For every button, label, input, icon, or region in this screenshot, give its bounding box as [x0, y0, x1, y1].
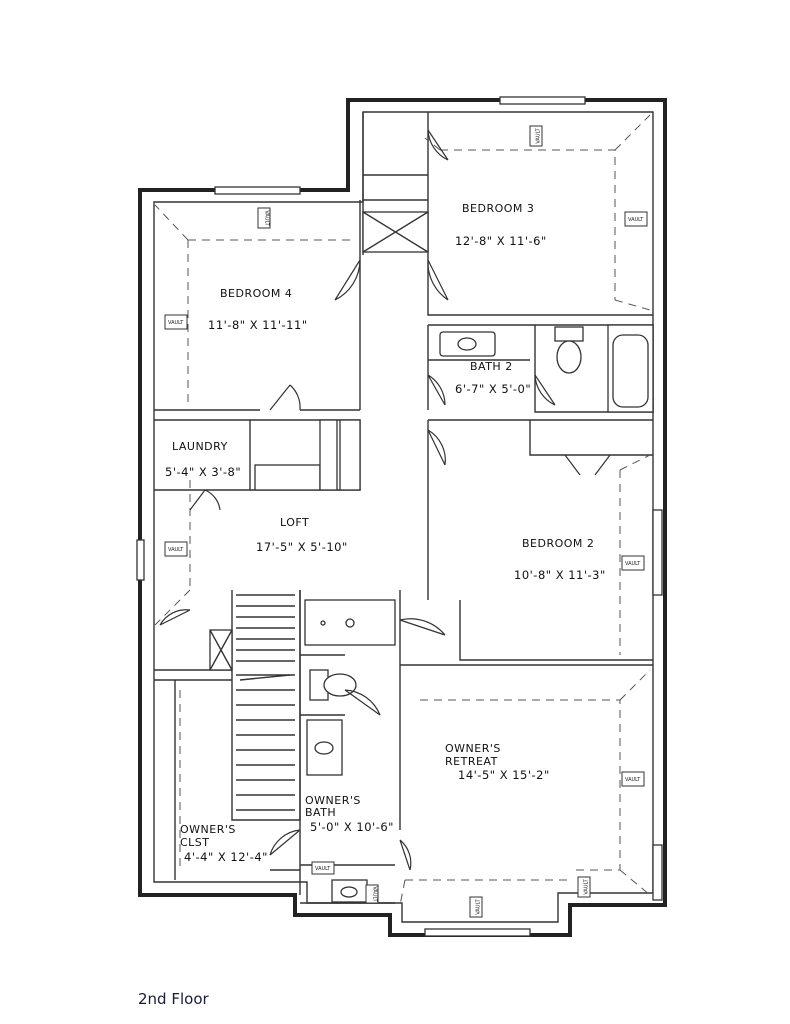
- laundry-name: LAUNDRY: [172, 440, 228, 453]
- bath2-name: BATH 2: [470, 360, 513, 373]
- owners-retreat-size: 14'-5" X 15'-2": [458, 768, 550, 782]
- vault-vent-label: VAULT: [625, 561, 641, 567]
- fixtures: [309, 326, 649, 898]
- owners-bath-name-line2: BATH: [305, 806, 337, 819]
- bedroom3-name: BEDROOM 3: [462, 202, 535, 215]
- vault-vent-label: VAULT: [168, 547, 184, 553]
- bedroom2-size: 10'-8" X 11'-3": [514, 568, 606, 582]
- owners-closet-name-line2: CLST: [180, 836, 210, 849]
- vault-vent-label: VAULT: [263, 210, 270, 226]
- bedroom4-name: BEDROOM 4: [220, 287, 293, 300]
- interior-walls: [154, 112, 654, 904]
- vault-vent-label: VAULT: [315, 866, 331, 872]
- owners-retreat-name-line2: RETREAT: [445, 755, 498, 768]
- owners-closet-size: 4'-4" X 12'-4": [184, 850, 268, 864]
- exterior-wall: [138, 98, 667, 937]
- floor-label: 2nd Floor: [138, 990, 209, 1008]
- bedroom3-size: 12'-8" X 11'-6": [455, 234, 547, 248]
- vault-vent-label: VAULT: [168, 320, 184, 326]
- vault-vent-label: VAULT: [371, 886, 378, 902]
- loft-size: 17'-5" X 5'-10": [256, 540, 348, 554]
- owners-bath-size: 5'-0" X 10'-6": [310, 820, 394, 834]
- doors: [159, 129, 611, 871]
- owners-bath-name-line1: OWNER'S: [305, 794, 361, 807]
- laundry-size: 5'-4" X 3'-8": [165, 465, 242, 479]
- owners-closet-name-line1: OWNER'S: [180, 823, 236, 836]
- vault-vent-label: VAULT: [583, 879, 590, 895]
- loft-name: LOFT: [280, 516, 310, 529]
- vault-vent-label: VAULT: [628, 217, 644, 223]
- vault-vent-label: VAULT: [535, 128, 542, 144]
- vault-lines: [154, 114, 651, 906]
- owners-retreat-name-line1: OWNER'S: [445, 742, 501, 755]
- windows: [136, 96, 663, 937]
- vents: [164, 125, 648, 918]
- vault-vent-label: VAULT: [625, 777, 641, 783]
- bedroom2-name: BEDROOM 2: [522, 537, 595, 550]
- vault-vent-label: VAULT: [475, 899, 482, 915]
- bath2-size: 6'-7" X 5'-0": [455, 382, 532, 396]
- bedroom4-size: 11'-8" X 11'-11": [208, 318, 308, 332]
